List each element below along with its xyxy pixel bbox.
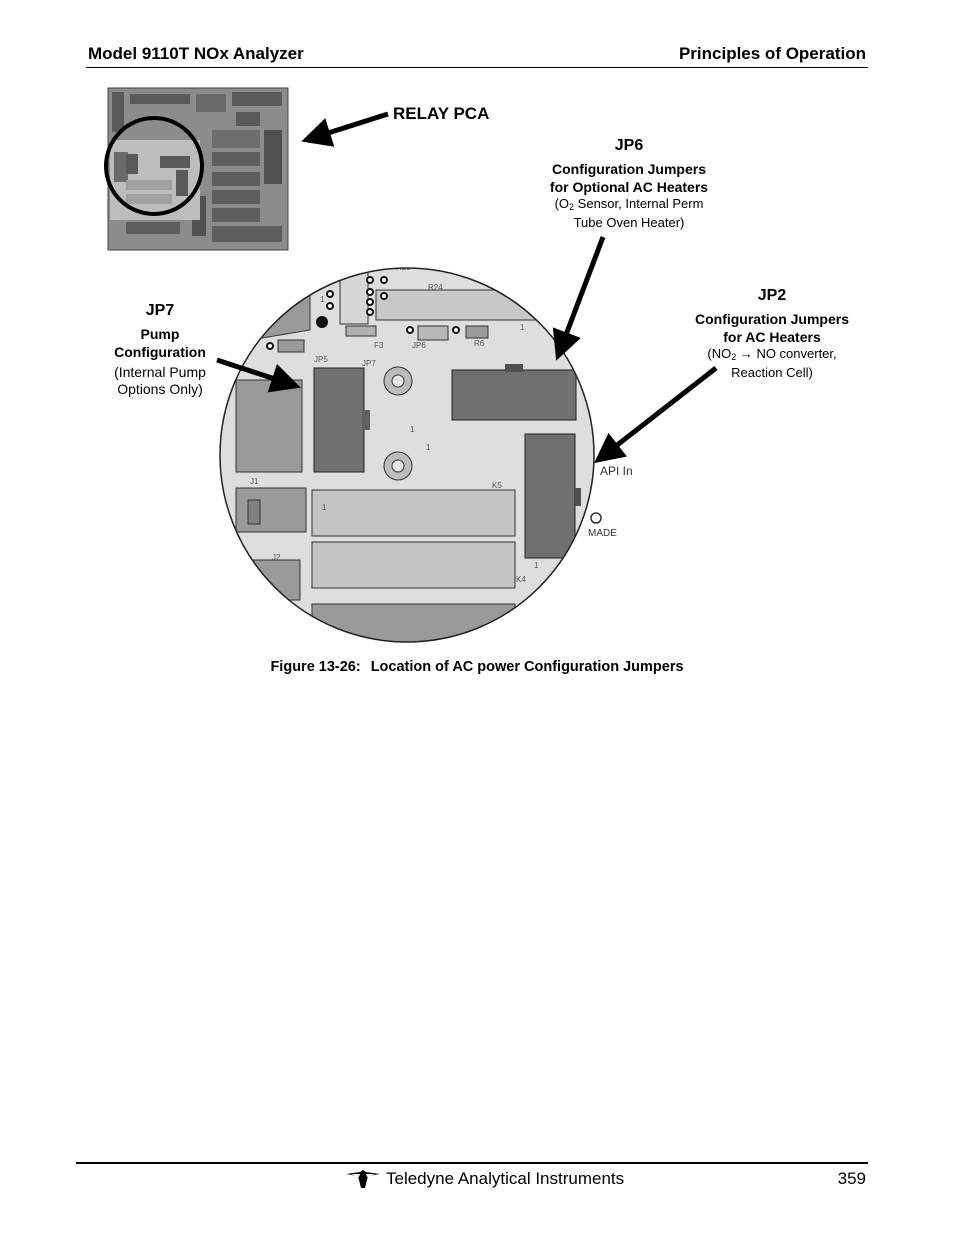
svg-text:1: 1 — [520, 323, 525, 332]
relay-pca-label: RELAY PCA — [393, 104, 490, 123]
svg-text:F3: F3 — [374, 341, 384, 350]
header-model-title: Model 9110T NOx Analyzer — [88, 44, 304, 63]
jp2-note-line1: (NO2 → NO converter, — [672, 346, 872, 365]
zoom-circle-marker — [104, 116, 204, 216]
svg-text:K5: K5 — [492, 481, 502, 490]
jp6-title: JP6 — [614, 137, 644, 154]
jp6-note-line2: Tube Oven Heater) — [573, 215, 685, 230]
jp7-note-line2: Options Only) — [117, 381, 203, 397]
svg-text:JP6: JP6 — [582, 383, 596, 392]
footer-company-name: Teledyne Analytical Instruments — [386, 1169, 625, 1188]
svg-text:J2: J2 — [272, 553, 281, 562]
jp6-note-line1: (O2 Sensor, Internal Perm — [529, 196, 729, 215]
svg-text:R20: R20 — [396, 263, 411, 272]
jp7-title: JP7 — [145, 302, 175, 319]
jp6-desc-line1: Configuration Jumpers — [551, 161, 706, 177]
page-number: 359 — [837, 1169, 866, 1188]
jp2-callout: JP2 Configuration Jumpers for AC Heaters… — [672, 287, 872, 381]
jp7-callout: JP7 Pump Configuration (Internal Pump Op… — [98, 302, 222, 398]
board-thumbnail — [104, 87, 289, 251]
relay-pca-arrow — [301, 111, 389, 147]
jp2-desc-line2: for AC Heaters — [723, 329, 821, 345]
teledyne-logo-icon — [346, 1170, 380, 1188]
jp2-note-sub: 2 — [731, 352, 737, 362]
svg-text:1: 1 — [320, 295, 325, 304]
svg-text:JP5: JP5 — [314, 355, 328, 364]
jp2-note-post: → NO converter, — [736, 346, 837, 361]
footer-company: Teledyne Analytical Instruments — [346, 1169, 624, 1189]
jp2-note-line2: Reaction Cell) — [731, 365, 813, 380]
svg-text:1: 1 — [322, 503, 327, 512]
jp7-arrow — [216, 357, 301, 393]
footer-rule — [76, 1162, 868, 1164]
svg-text:1: 1 — [426, 443, 431, 452]
jp2-arrow — [594, 366, 718, 464]
svg-text:1: 1 — [410, 425, 415, 434]
jp6-arrow — [552, 236, 606, 361]
board-label-made: MADE — [588, 528, 617, 539]
header-rule — [86, 67, 868, 68]
svg-text:R15: R15 — [498, 267, 513, 276]
board-label-api: API In — [600, 464, 633, 478]
jp6-note-pre: (O — [554, 196, 570, 211]
figure-caption-text: Location of AC power Configuration Jumpe… — [370, 659, 684, 675]
jp7-note-line1: (Internal Pump — [114, 364, 206, 380]
header-section-title: Principles of Operation — [678, 44, 866, 63]
svg-text:R24: R24 — [428, 283, 443, 292]
svg-text:JP7: JP7 — [362, 359, 376, 368]
jp6-note-sub: 2 — [569, 202, 575, 212]
jp7-desc-line2: Configuration — [114, 344, 206, 360]
svg-text:JP5: JP5 — [544, 305, 558, 314]
svg-text:1: 1 — [534, 561, 539, 570]
figure-caption: Figure 13-26: Location of AC power Config… — [0, 659, 954, 675]
jp7-desc-line1: Pump — [140, 326, 180, 342]
jp6-note-post: Sensor, Internal Perm — [574, 196, 704, 211]
svg-text:R6: R6 — [474, 339, 485, 348]
jp2-desc-line1: Configuration Jumpers — [694, 311, 849, 327]
figure-caption-number: Figure 13-26: — [270, 659, 361, 675]
jp2-title: JP2 — [757, 287, 787, 304]
jp6-desc-line2: for Optional AC Heaters — [549, 179, 709, 195]
jp2-note-pre: (NO — [707, 346, 732, 361]
svg-text:K4: K4 — [516, 575, 526, 584]
svg-text:JP6: JP6 — [412, 341, 426, 350]
svg-text:J1: J1 — [250, 477, 259, 486]
jp6-callout: JP6 Configuration Jumpers for Optional A… — [529, 137, 729, 231]
